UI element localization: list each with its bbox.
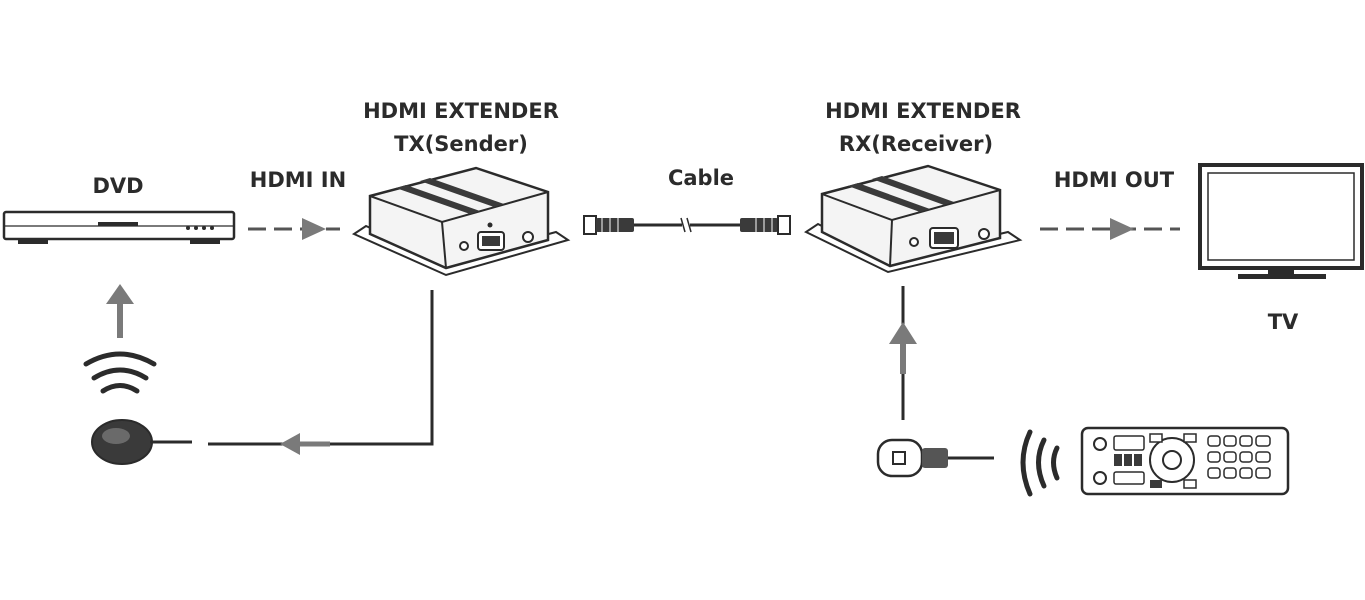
dvd-label: DVD — [92, 174, 144, 198]
hdmi-extender-rx-icon — [803, 164, 1023, 274]
remote-control-icon — [1080, 426, 1290, 496]
hdmi-cable-icon — [583, 215, 791, 235]
rx-title-line1: HDMI EXTENDER — [825, 99, 1021, 123]
ir-to-dvd-arrow — [106, 284, 134, 338]
hdmi-extender-tx-icon — [351, 166, 571, 277]
hdmi-out-label: HDMI OUT — [1053, 168, 1175, 192]
tx-ir-return-path — [208, 290, 434, 455]
ir-receiver-icon — [876, 438, 994, 478]
hdmi-out-arrow — [1040, 218, 1180, 240]
ir-emitter-icon — [91, 419, 192, 465]
tv-label: TV — [1267, 310, 1299, 334]
tx-title-line1: HDMI EXTENDER — [363, 99, 559, 123]
hdmi-in-label: HDMI IN — [249, 168, 347, 192]
tx-title-line2: TX(Sender) — [394, 132, 528, 156]
rx-title-line2: RX(Receiver) — [838, 132, 994, 156]
remote-wireless-signal-icon — [1020, 429, 1060, 497]
hdmi-in-arrow — [248, 218, 340, 240]
dvd-player-icon — [2, 210, 236, 244]
rx-ir-path — [889, 286, 917, 420]
tv-icon — [1198, 163, 1364, 279]
cable-label: Cable — [667, 166, 735, 190]
wireless-signal-icon — [83, 351, 157, 394]
